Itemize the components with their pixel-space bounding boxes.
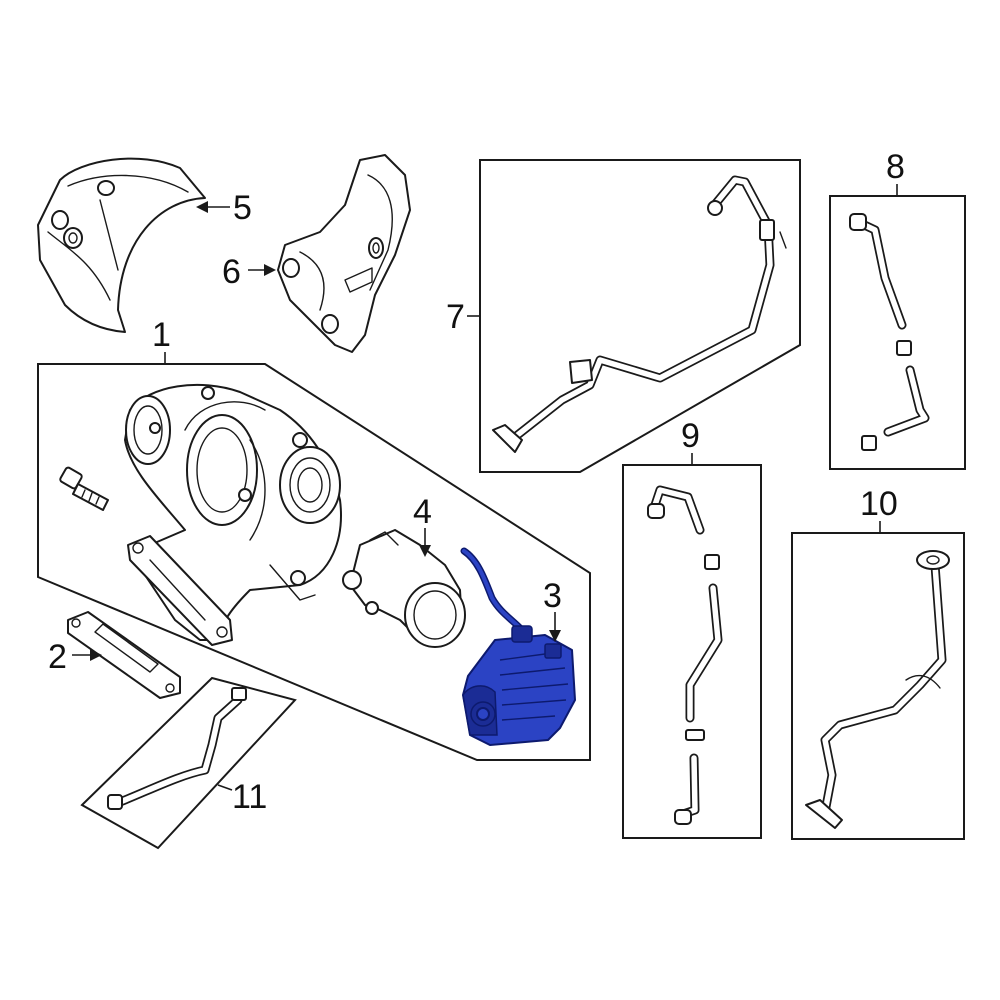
callout-3: 3 [543, 577, 562, 642]
part-4-outlet-pipe[interactable] [342, 529, 466, 648]
callout-6: 6 [222, 253, 276, 291]
part-3-actuator[interactable] [460, 547, 576, 746]
callout-7-label: 7 [446, 298, 465, 336]
part-11-frame [80, 676, 297, 850]
callout-5: 5 [196, 189, 252, 227]
part-8-hose-set[interactable] [849, 213, 930, 451]
part-7-frame [479, 159, 801, 473]
part-2-gasket[interactable] [67, 611, 181, 699]
part-7-oil-feed-line[interactable] [492, 175, 787, 453]
part-5-heat-shield[interactable] [37, 157, 206, 333]
callout-1-label: 1 [152, 316, 171, 354]
callout-2-label: 2 [48, 638, 67, 676]
part-6-heat-shield[interactable] [277, 154, 411, 353]
callout-10-label: 10 [860, 485, 898, 523]
callout-5-label: 5 [233, 189, 252, 227]
callout-4-label: 4 [413, 493, 432, 531]
part-11-coolant-hose[interactable] [107, 687, 247, 810]
callout-9-label: 9 [681, 417, 700, 455]
callout-11-label: 11 [232, 778, 267, 816]
callout-11: 11 [217, 778, 267, 816]
part-10-oil-return-line[interactable] [805, 550, 950, 829]
callout-1: 1 [152, 316, 171, 364]
part-8-frame [829, 195, 966, 470]
callout-10: 10 [860, 485, 898, 533]
callout-4: 4 [413, 493, 432, 557]
part-1-bolt[interactable] [59, 466, 109, 511]
callout-8-label: 8 [886, 148, 905, 186]
callout-2: 2 [48, 638, 102, 676]
part-1-turbocharger[interactable] [124, 383, 342, 646]
callout-7: 7 [446, 298, 480, 336]
callout-8: 8 [886, 148, 905, 196]
callout-6-label: 6 [222, 253, 241, 291]
part-9-hose-assembly[interactable] [647, 485, 723, 825]
callout-9: 9 [681, 417, 700, 465]
callout-3-label: 3 [543, 577, 562, 615]
